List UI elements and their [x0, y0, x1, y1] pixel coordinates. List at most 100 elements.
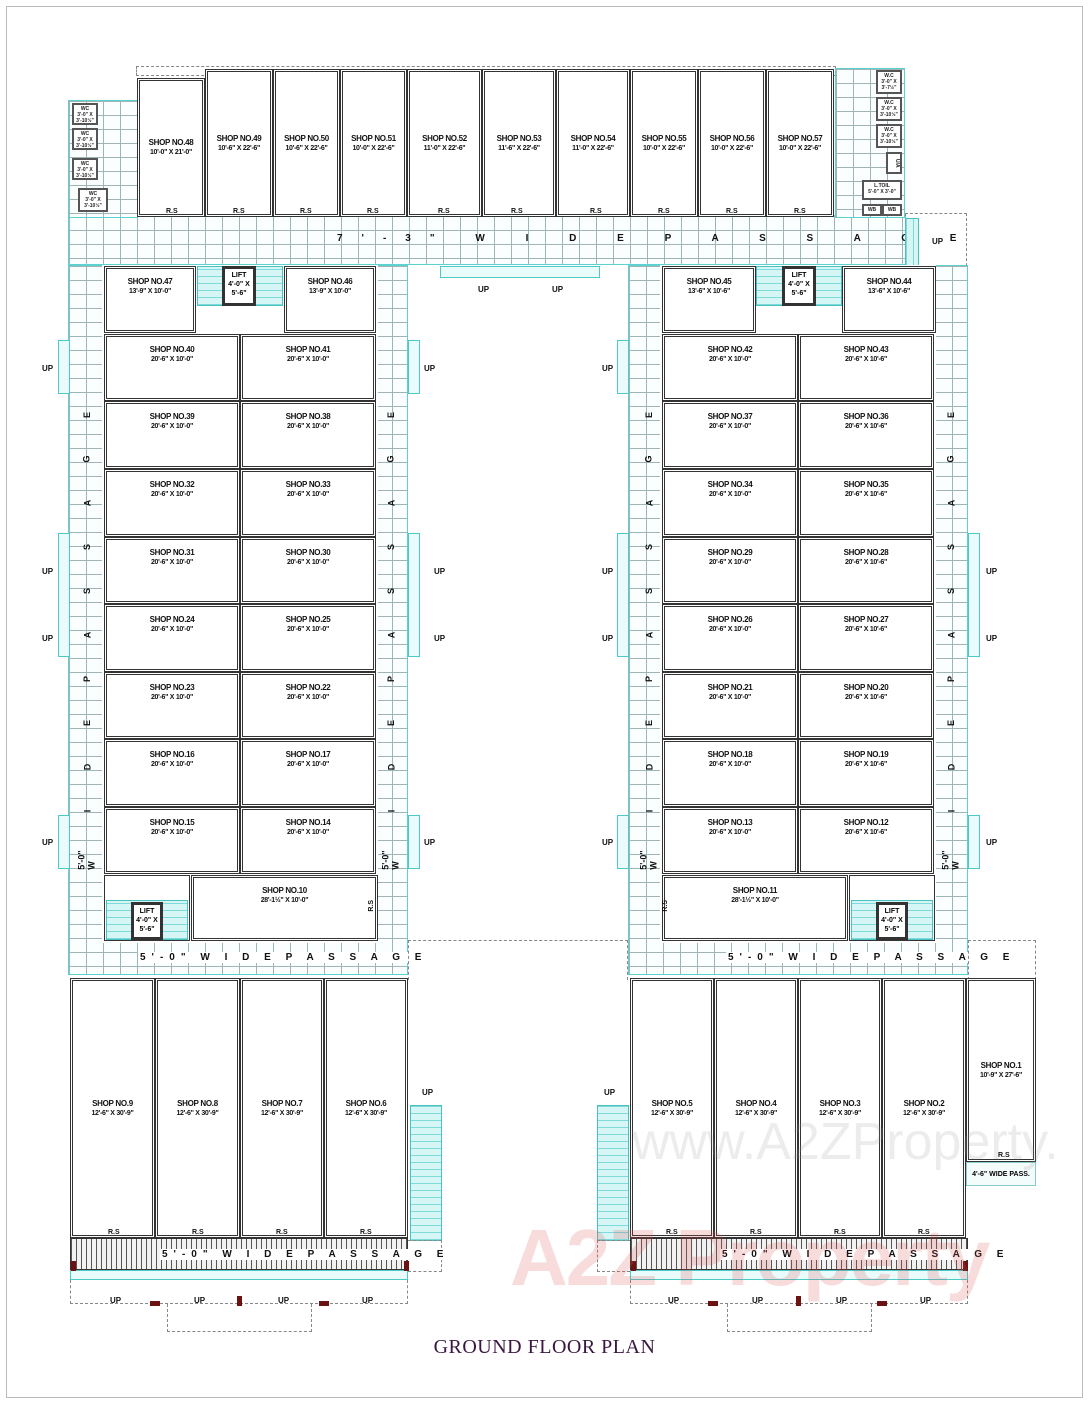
rolling-shutter-8: R.S [192, 1229, 204, 1236]
front-left-steps[interactable] [70, 1270, 408, 1280]
right-outer-ramp-2[interactable] [968, 815, 980, 869]
right-inner-ramp-1[interactable] [617, 340, 629, 394]
up-label: UP [986, 567, 998, 576]
wide-pass: 4'-6" WIDE PASS. [966, 1162, 1036, 1186]
front-left-stair[interactable] [410, 1105, 442, 1241]
courtyard-steps-top[interactable] [440, 266, 600, 278]
column [796, 1296, 801, 1306]
up-label: UP [602, 838, 614, 847]
drawing-title: GROUND FLOOR PLAN [433, 1336, 656, 1358]
left-outer-ramp-2[interactable] [58, 533, 70, 657]
right-outer-ramp-1[interactable] [968, 533, 980, 657]
column [237, 1296, 242, 1306]
up-label: UP [42, 838, 54, 847]
left-inner-ramp-3[interactable] [408, 815, 420, 869]
left-inner-ramp-1[interactable] [408, 340, 420, 394]
up-label: UP [42, 364, 54, 373]
front-right-steps[interactable] [630, 1270, 968, 1280]
left-outer-ramp-3[interactable] [58, 815, 70, 869]
rolling-shutter-49: R.S [233, 208, 245, 215]
rolling-shutter-53: R.S [511, 208, 523, 215]
column [150, 1301, 160, 1306]
left-outer-ramp-1[interactable] [58, 340, 70, 394]
left-inner-ramp-2[interactable] [408, 533, 420, 657]
up-label: UP [110, 1296, 122, 1305]
right-inner-ramp-3[interactable] [617, 815, 629, 869]
top-right-ramp[interactable] [905, 218, 919, 266]
up-label: UP [986, 838, 998, 847]
up-label: UP [668, 1296, 680, 1305]
up-label: UP [424, 364, 436, 373]
rolling-shutter-6: R.S [360, 1229, 372, 1236]
top-passage-label: 7'-3" W I D E P A S S A G E [337, 233, 976, 244]
right-inner-ramp-2[interactable] [617, 533, 629, 657]
front-right-passage-label: 5'-0" W I D E P A S S A G E [720, 1249, 1012, 1260]
